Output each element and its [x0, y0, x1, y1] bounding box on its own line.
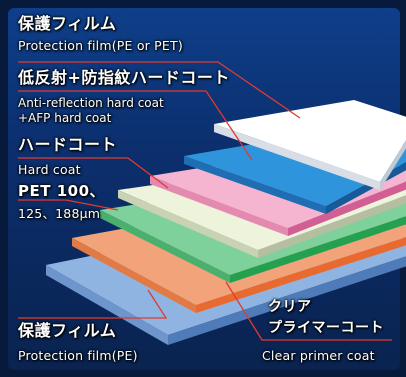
- label-bottom-protection-en: Protection film(PE): [18, 348, 138, 363]
- label-antireflection-en-1: Anti-reflection hard coat: [18, 96, 164, 110]
- label-bottom-protection-jp: 保護フィルム: [18, 321, 117, 340]
- label-antireflection-en-2: +AFP hard coat: [18, 111, 112, 125]
- leader-primer: [225, 281, 392, 341]
- leader-hardcoat: [18, 157, 169, 189]
- label-primer-jp-2: プライマーコート: [268, 320, 384, 336]
- leader-lines: [18, 61, 392, 341]
- label-primer-jp-1: クリア: [268, 299, 312, 315]
- layer-top-protection: [214, 100, 406, 190]
- leader-pet: [18, 199, 119, 211]
- label-top-protection-jp: 保護フィルム: [18, 14, 117, 33]
- label-top-protection-en: Protection film(PE or PET): [18, 38, 183, 53]
- label-antireflection-jp: 低反射+防指紋ハードコート: [18, 68, 230, 87]
- leader-antireflection: [18, 90, 253, 161]
- leader-top-protection: [18, 61, 301, 119]
- leader-bottom-protection: [18, 289, 168, 319]
- label-pet-line2: 125、188μm: [18, 206, 101, 221]
- label-hardcoat-jp: ハードコート: [18, 135, 118, 154]
- label-primer-en: Clear primer coat: [262, 348, 375, 363]
- label-hardcoat-en: Hard coat: [18, 162, 81, 177]
- label-pet-line1: PET 100、: [18, 182, 106, 200]
